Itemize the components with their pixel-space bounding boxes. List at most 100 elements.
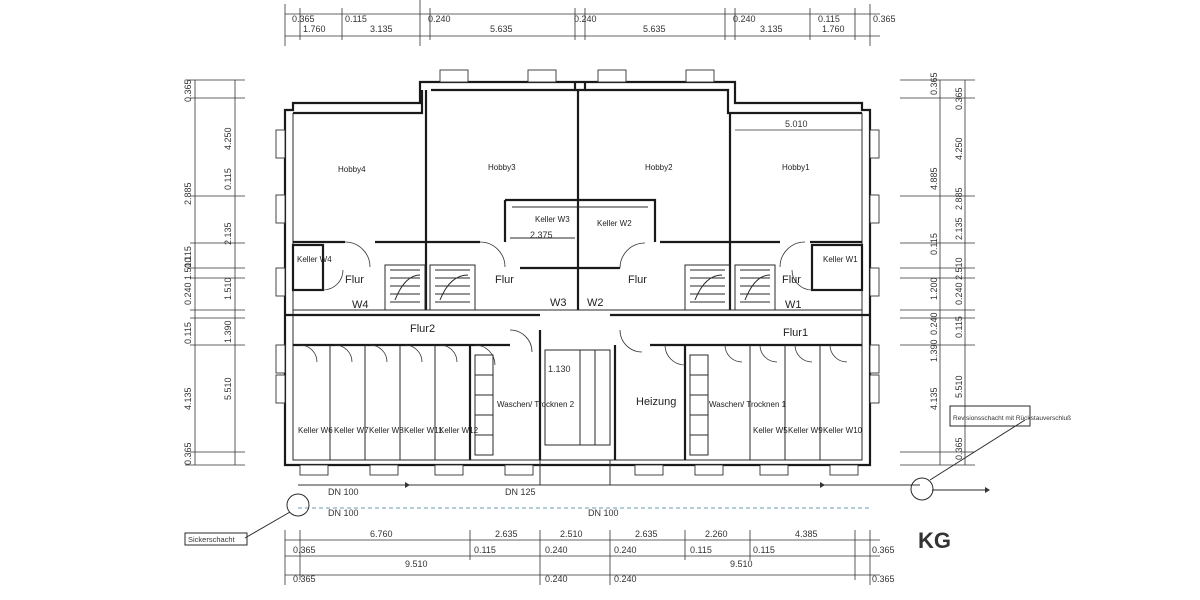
dim-label: 3.135 [370,24,393,34]
dim-label: 6.760 [370,529,393,539]
pipe-labels: DN 100 DN 125 DN 100 DN 100 [328,487,619,518]
annotations: Sickerschacht Revisionsschacht mit Rücks… [184,405,1071,546]
inner-dimension-labels: 5.010 2.375 1.130 [530,119,862,374]
dim-label: 1.390 [223,320,233,343]
room-label-hobby1: Hobby1 [782,163,810,172]
dim-label: 1.510 [183,257,193,280]
dim-label: 5.635 [643,24,666,34]
dim-label: 0.115 [954,316,964,338]
room-label-w3: W3 [550,297,567,309]
sickerschacht-label: Sickerschacht [188,535,236,544]
right-dimension-labels: 0.365 0.365 4.250 4.885 2.885 0.115 2.13… [929,72,964,460]
dim-label: 0.365 [872,545,895,555]
room-label-keller-12: Keller W12 [439,426,479,435]
room-label-keller-w2: Keller W2 [597,219,632,228]
room-label-keller-7: Keller W7 [334,426,369,435]
bottom-dimension-labels: 6.760 2.635 2.510 2.635 2.260 4.385 0.36… [293,529,895,584]
dim-label: 0.240 [929,312,939,335]
stairs [384,264,776,311]
dim-label: 0.240 [545,545,568,555]
dim-label: 0.365 [293,574,316,584]
dim-label: 4.385 [795,529,818,539]
top-dimension-chains [284,0,880,46]
room-label-flur-mid-right: Flur [628,274,647,286]
room-label-keller-8: Keller W8 [369,426,404,435]
dim-label: 0.115 [818,14,840,24]
dim-label: 4.250 [954,137,964,160]
dim-label: 0.240 [574,14,597,24]
dim-label: 0.365 [183,79,193,102]
dim-label: 0.365 [873,14,896,24]
bottom-dimension-chains [284,530,880,585]
dim-label: 2.510 [954,257,964,280]
dim-label: 0.115 [929,233,939,255]
dim-label: 0.240 [614,545,637,555]
dim-label: 0.115 [183,246,193,268]
dim-label: 2.135 [954,217,964,240]
dim-label: 0.365 [954,87,964,110]
room-label-keller-6: Keller W6 [298,426,333,435]
room-label-hobby3: Hobby3 [488,163,516,172]
dim-label: 9.510 [405,559,428,569]
dim-label: 2.885 [183,182,193,205]
room-label-flur2: Flur2 [410,323,435,335]
floor-label: KG [918,528,951,553]
dim-label: 1.760 [822,24,845,34]
pipe-label: DN 100 [328,487,359,497]
dim-label: 2.260 [705,529,728,539]
dim-label: 1.760 [303,24,326,34]
dim-label: 4.135 [183,387,193,410]
doors [299,241,848,366]
dim-label: 1.200 [929,277,939,300]
revision-note-label: Revisionsschacht mit Rückstauverschluß [953,415,1071,422]
room-label-keller-11: Keller W11 [404,426,443,435]
room-label-keller-w1: Keller W1 [823,255,858,264]
dim-label: 0.365 [929,72,939,95]
dim-label: 0.115 [753,545,775,555]
room-label-keller-9: Keller W9 [788,426,823,435]
room-label-flur-right: Flur [782,274,801,286]
dim-label: 0.115 [474,545,496,555]
dim-label: 5.635 [490,24,513,34]
dim-label: 4.135 [929,387,939,410]
dim-label: 5.010 [785,119,808,129]
right-dimension-chains [900,79,975,466]
dim-label: 0.365 [292,14,315,24]
room-label-hobby4: Hobby4 [338,165,366,174]
dim-label: 0.365 [293,545,316,555]
dim-label: 2.510 [560,529,583,539]
room-label-keller-w4: Keller W4 [297,255,332,264]
dim-label: 0.365 [872,574,895,584]
pipe-label: DN 125 [505,487,536,497]
dim-label: 2.375 [530,230,553,240]
dim-label: 1.390 [929,339,939,362]
room-label-waschen-right: Waschen/ Trocknen 1 [709,400,787,409]
windows [275,69,880,476]
dim-label: 0.240 [614,574,637,584]
top-dimension-labels: 0.365 0.115 0.240 0.240 0.240 0.115 0.36… [292,14,896,34]
dim-label: 0.240 [954,282,964,305]
dim-label: 2.135 [223,222,233,245]
room-label-waschen-left: Waschen/ Trocknen 2 [497,400,575,409]
building-walls [283,80,872,467]
dim-label: 1.130 [548,364,571,374]
dim-label: 0.240 [733,14,756,24]
dim-label: 5.510 [954,375,964,398]
room-label-keller-w3: Keller W3 [535,215,570,224]
dim-label: 0.240 [545,574,568,584]
room-label-w2: W2 [587,297,604,309]
dim-label: 3.135 [760,24,783,34]
room-label-hobby2: Hobby2 [645,163,673,172]
dim-label: 2.635 [495,529,518,539]
room-label-heizung: Heizung [636,396,676,408]
dim-label: 0.365 [954,437,964,460]
pipe-label: DN 100 [328,508,359,518]
dim-label: 2.885 [954,187,964,210]
dim-label: 1.510 [223,277,233,300]
dim-label: 5.510 [223,377,233,400]
dim-label: 0.115 [223,168,233,190]
dim-label: 0.115 [690,545,712,555]
room-label-w1: W1 [785,299,802,311]
room-label-w4: W4 [352,299,369,311]
